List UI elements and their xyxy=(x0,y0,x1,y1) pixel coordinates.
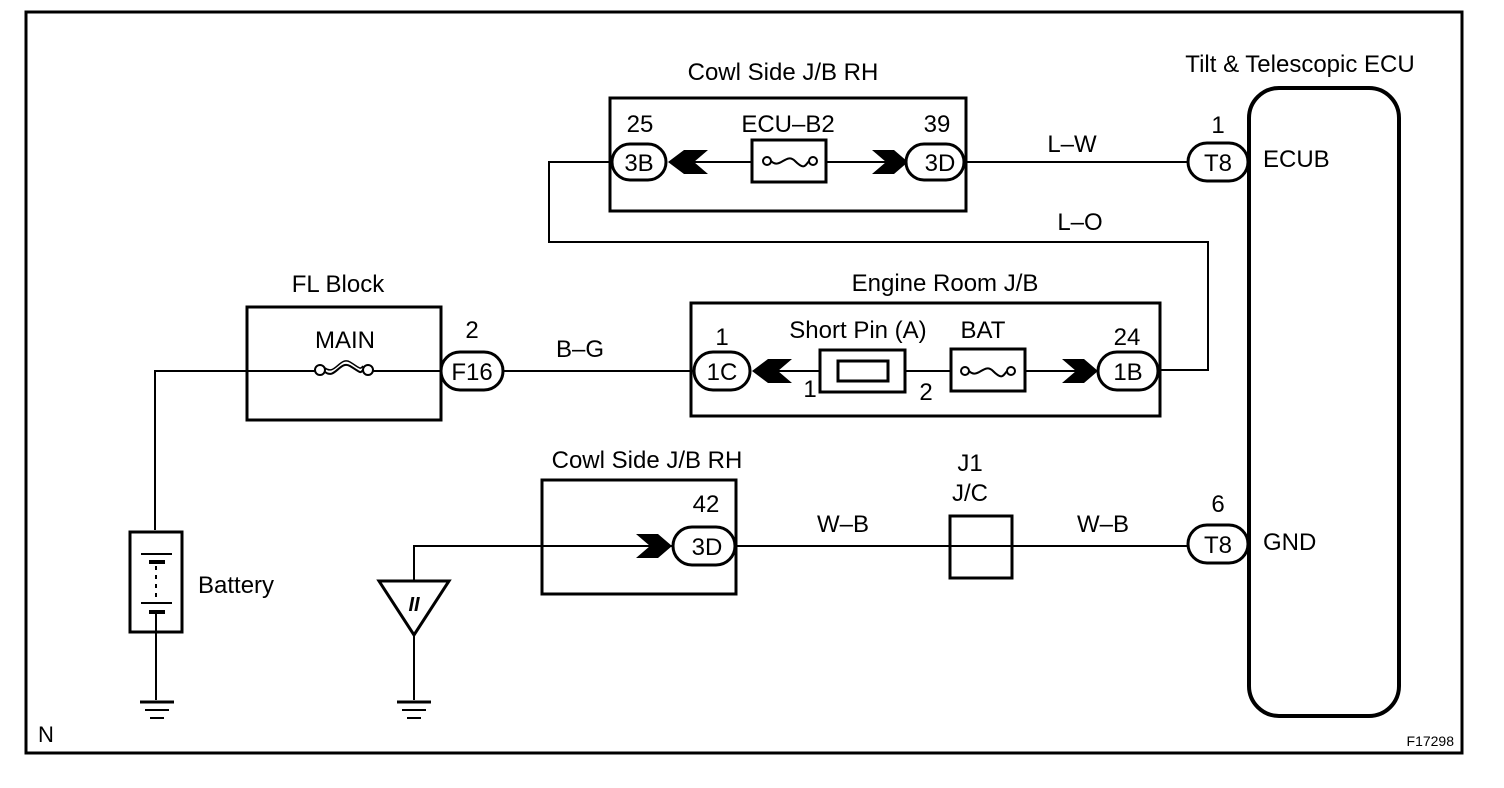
wire-w-b-right-label: W–B xyxy=(1077,511,1129,538)
wire-ground-to-cowl xyxy=(413,545,694,581)
junction-connector-j1: J1 J/C xyxy=(948,450,1014,580)
chevron-right-icon xyxy=(1062,359,1098,383)
ecu-bottom-pin: 6 xyxy=(1211,491,1224,518)
wire-b-g-label: B–G xyxy=(556,336,604,363)
wire-l-w-label: L–W xyxy=(1047,131,1097,158)
connector-1c-label: 1C xyxy=(707,359,738,386)
connector-3b-label: 3B xyxy=(624,150,653,177)
connector-f16-label: F16 xyxy=(451,359,492,386)
fl-block-box xyxy=(245,305,443,422)
ecu-b2-label: ECU–B2 xyxy=(741,111,834,138)
main-fuse-label: MAIN xyxy=(315,327,375,354)
connector-1c xyxy=(692,350,752,392)
junction-id: J1 xyxy=(957,450,982,477)
connector-3d-bottom-label: 3D xyxy=(692,534,723,561)
figure-id: F17298 xyxy=(1407,733,1455,749)
cowl-bottom-title: Cowl Side J/B RH xyxy=(552,447,743,474)
battery-box xyxy=(128,530,184,634)
short-pin-terminal-2: 2 xyxy=(919,379,932,406)
chevron-right-icon xyxy=(636,534,672,558)
cowl-top-box xyxy=(608,96,968,213)
ecu-title: Tilt & Telescopic ECU xyxy=(1185,51,1414,78)
short-pin-label: Short Pin (A) xyxy=(789,317,926,344)
main-fusible-link-icon xyxy=(314,360,374,376)
connector-t8-bottom xyxy=(1186,523,1250,565)
connector-1b xyxy=(1096,350,1160,392)
ecu-top-pin: 1 xyxy=(1211,112,1224,139)
engine-room-title: Engine Room J/B xyxy=(852,270,1039,297)
fl-block-title: FL Block xyxy=(292,271,385,298)
engine-room-box xyxy=(689,301,1162,418)
engine-room-left-pin: 1 xyxy=(715,324,728,351)
connector-t8-top xyxy=(1186,141,1250,183)
ecu-b2-fuse-icon xyxy=(762,156,818,168)
engine-room-jb: Engine Room J/B 1 1C Short Pin (A) 1 2 B… xyxy=(689,270,1162,418)
cowl-bottom-box xyxy=(540,478,738,596)
cowl-side-jb-bottom: Cowl Side J/B RH 42 3D xyxy=(540,447,743,596)
cowl-side-jb-top: Cowl Side J/B RH ECU–B2 25 3B 39 3D xyxy=(608,59,968,213)
connector-t8-top-label: T8 xyxy=(1204,150,1232,177)
chevron-left-icon xyxy=(752,359,792,383)
ground-icon xyxy=(397,700,431,719)
cowl-top-left-pin: 25 xyxy=(627,111,654,138)
short-pin-icon xyxy=(836,359,890,383)
ground-point: II xyxy=(376,579,452,638)
connector-3d-top-label: 3D xyxy=(925,150,956,177)
junction-type: J/C xyxy=(952,480,988,507)
wire-l-o-label: L–O xyxy=(1057,209,1102,236)
bat-fuse-icon xyxy=(960,366,1016,378)
cowl-bottom-pin: 42 xyxy=(693,491,720,518)
wire-battery-to-fl xyxy=(154,370,247,530)
tilt-telescopic-ecu: Tilt & Telescopic ECU 1 T8 ECUB 6 T8 GND xyxy=(1185,51,1415,718)
frame-code: N xyxy=(38,722,54,747)
ecu-terminal-gnd: GND xyxy=(1263,529,1316,556)
ground-icon xyxy=(140,700,174,719)
engine-room-right-pin: 24 xyxy=(1114,324,1141,351)
cowl-top-right-pin: 39 xyxy=(924,111,951,138)
wire-w-b-left-label: W–B xyxy=(817,511,869,538)
diagram-frame xyxy=(24,10,1464,755)
cowl-top-title: Cowl Side J/B RH xyxy=(688,59,879,86)
connector-1b-label: 1B xyxy=(1113,359,1142,386)
wire-l-o xyxy=(548,161,1209,371)
ecu-box xyxy=(1247,86,1401,718)
battery: Battery xyxy=(128,530,274,634)
ecu-terminal-ecub: ECUB xyxy=(1263,146,1330,173)
chevron-left-icon xyxy=(668,150,708,174)
short-pin-terminal-1: 1 xyxy=(803,376,816,403)
bat-fuse-label: BAT xyxy=(961,317,1006,344)
fl-block-pin: 2 xyxy=(465,317,478,344)
ground-point-label: II xyxy=(408,594,420,616)
connector-t8-bottom-label: T8 xyxy=(1204,532,1232,559)
fl-block: FL Block MAIN 2 F16 xyxy=(245,271,505,422)
battery-label: Battery xyxy=(198,572,274,599)
chevron-right-icon xyxy=(872,150,908,174)
